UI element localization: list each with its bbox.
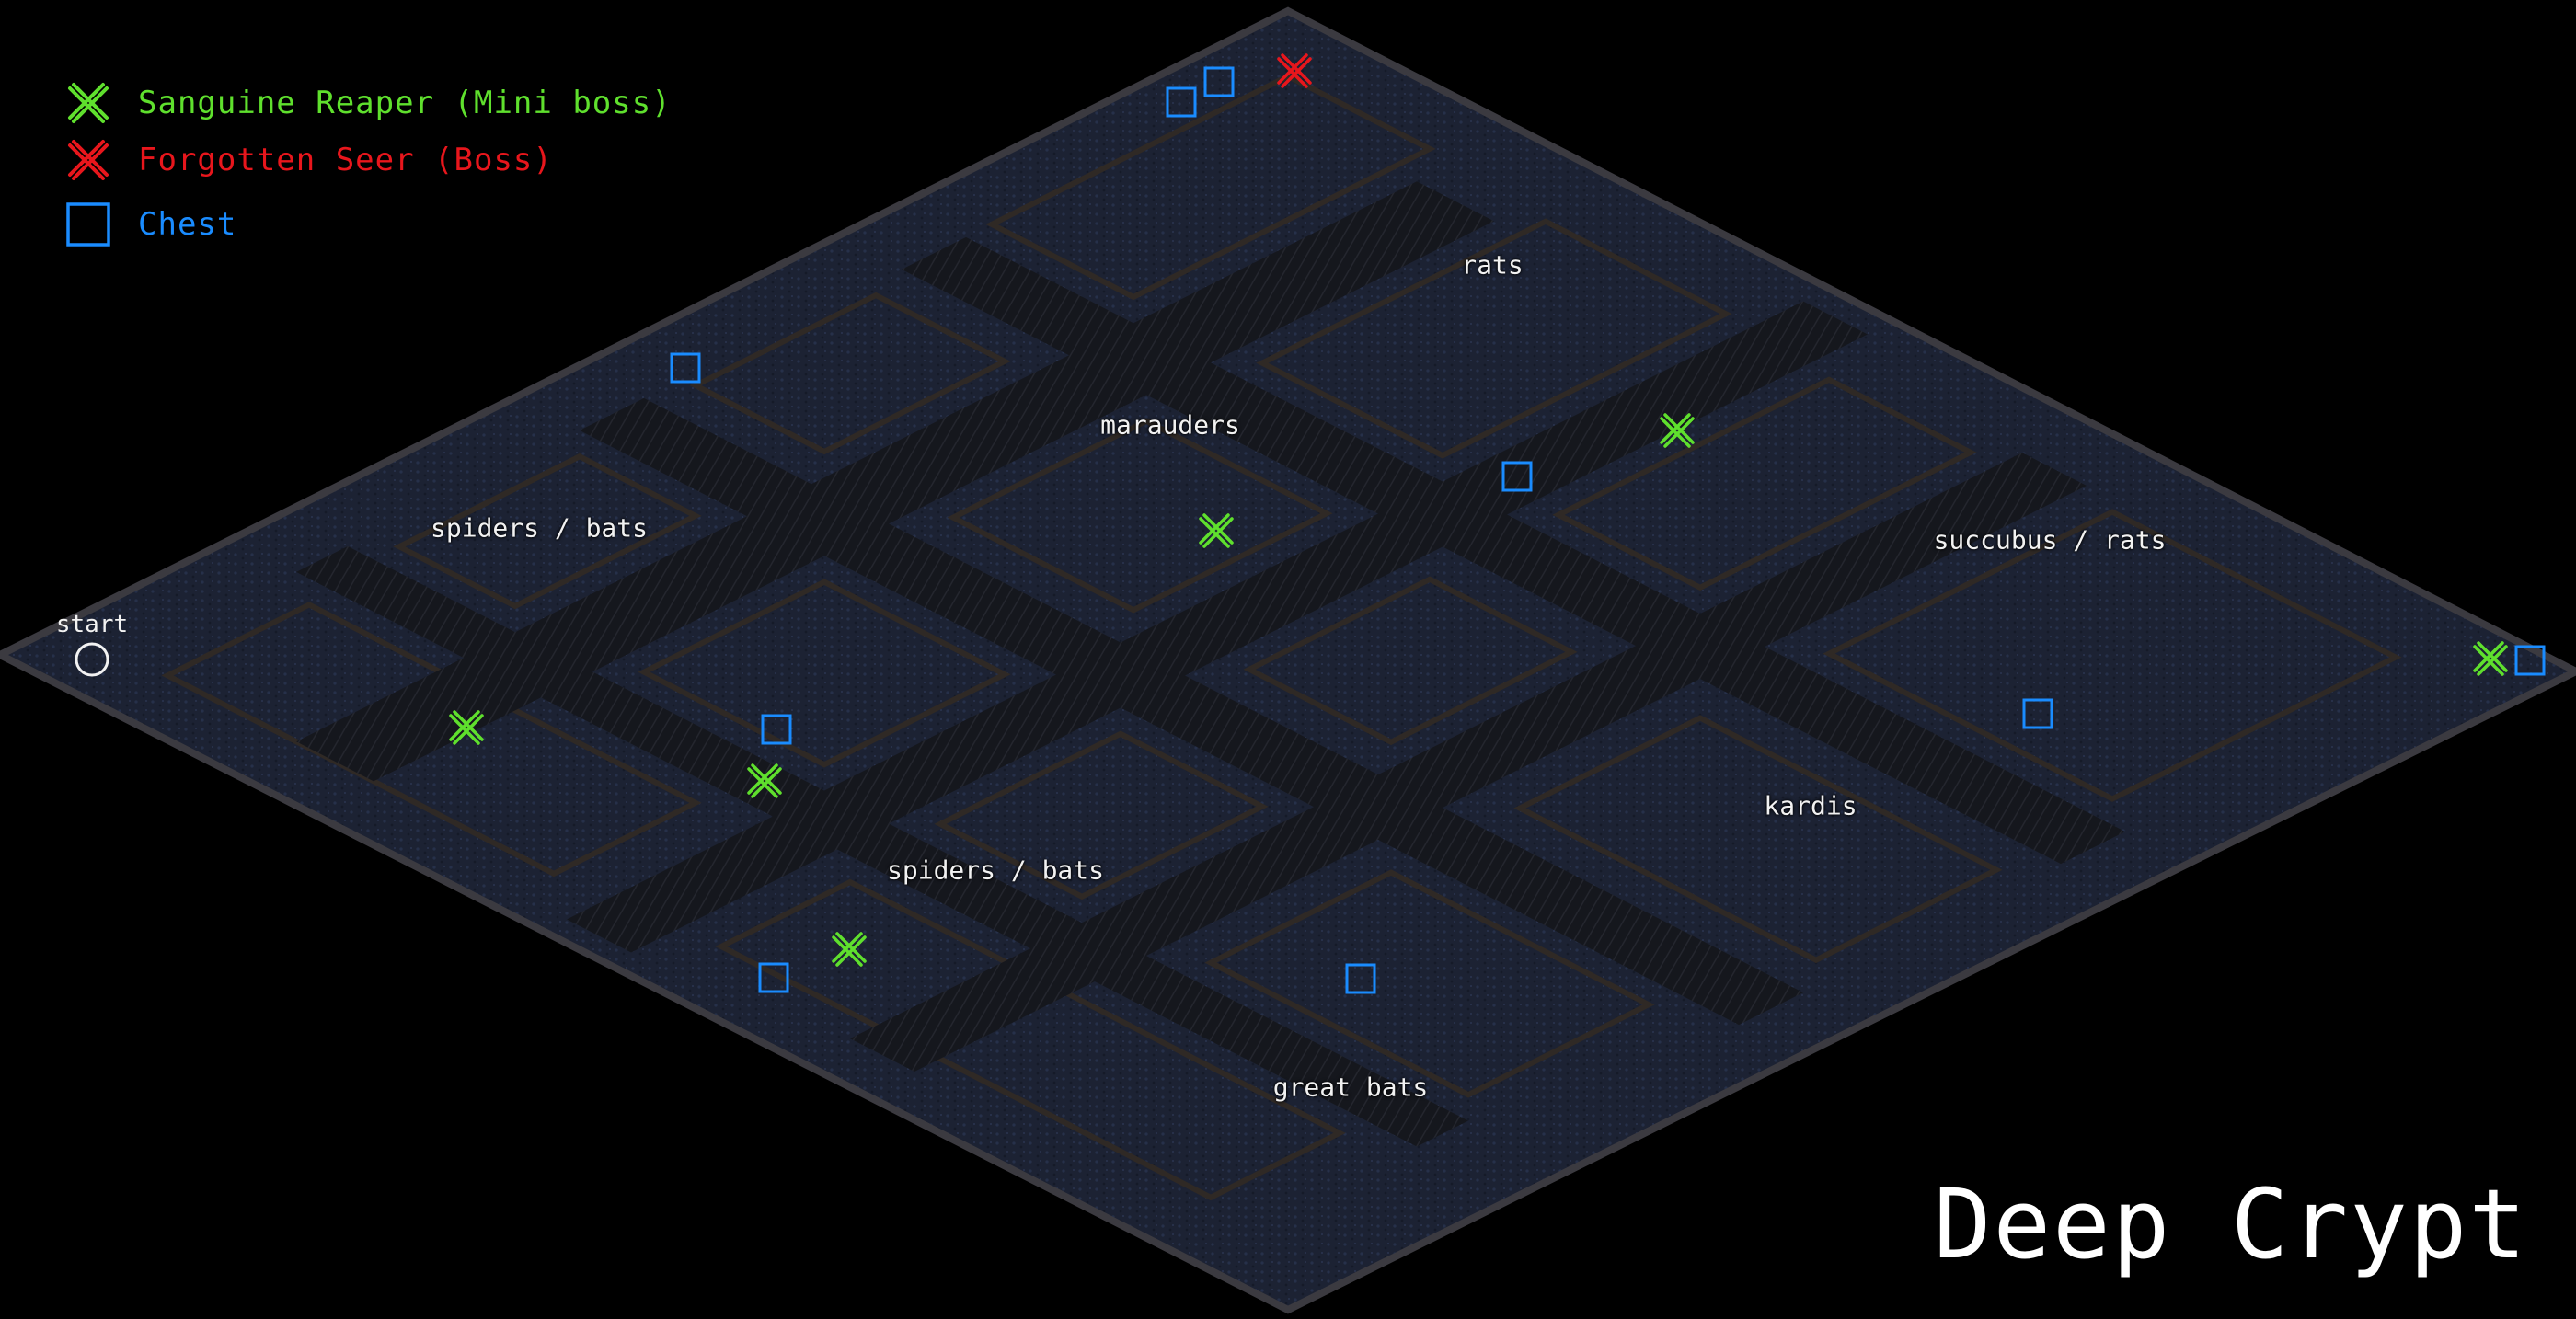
start-label: start bbox=[55, 611, 129, 638]
legend-item-boss: Forgotten Seer (Boss) bbox=[64, 134, 553, 186]
miniboss-marker[interactable] bbox=[1199, 513, 1234, 548]
miniboss-marker[interactable] bbox=[832, 932, 867, 967]
room-wall bbox=[1552, 376, 1977, 591]
area-label-kardis: kardis bbox=[1764, 790, 1857, 821]
area-label-rats: rats bbox=[1461, 249, 1524, 281]
room-wall bbox=[689, 292, 1011, 455]
chest-marker[interactable] bbox=[758, 962, 789, 993]
room-wall bbox=[934, 730, 1269, 900]
map-floor bbox=[0, 6, 2576, 1314]
x-cross-icon bbox=[68, 83, 109, 123]
room-wall bbox=[947, 418, 1333, 614]
room-wall bbox=[638, 579, 1011, 768]
chest-marker[interactable] bbox=[1501, 461, 1533, 492]
chest-marker[interactable] bbox=[1166, 86, 1197, 118]
dungeon-corridors bbox=[296, 181, 2125, 1147]
room-wall bbox=[1243, 576, 1578, 746]
miniboss-marker[interactable] bbox=[1660, 413, 1695, 448]
corridor bbox=[296, 181, 1494, 782]
dungeon-walls bbox=[161, 73, 2402, 1201]
map-markers bbox=[449, 53, 2546, 994]
area-label-marauders: marauders bbox=[1100, 409, 1240, 441]
legend-label-boss: Forgotten Seer (Boss) bbox=[138, 142, 553, 178]
chest-marker[interactable] bbox=[2514, 645, 2546, 676]
corridor bbox=[296, 545, 1468, 1147]
room-wall bbox=[161, 602, 702, 877]
room-wall bbox=[1204, 869, 1655, 1098]
chest-marker[interactable] bbox=[761, 714, 792, 745]
room-wall bbox=[1513, 715, 2003, 964]
legend-label-chest: Chest bbox=[138, 206, 237, 243]
area-label-spiders-bats-west: spiders / bats bbox=[430, 512, 649, 544]
room-wall bbox=[393, 453, 702, 610]
square-outline-icon bbox=[66, 202, 110, 247]
boss-marker[interactable] bbox=[1277, 53, 1312, 88]
legend-item-chest: Chest bbox=[64, 199, 236, 250]
corridor bbox=[580, 397, 1803, 1026]
miniboss-marker[interactable] bbox=[2473, 641, 2508, 676]
corridor bbox=[902, 236, 2125, 865]
corridor bbox=[850, 453, 2087, 1072]
chest-marker[interactable] bbox=[1203, 66, 1235, 97]
x-cross-icon bbox=[68, 140, 109, 180]
corridor bbox=[567, 301, 1868, 953]
miniboss-marker[interactable] bbox=[747, 763, 782, 798]
chest-marker[interactable] bbox=[1345, 963, 1376, 994]
room-wall bbox=[1256, 218, 1732, 459]
chest-marker[interactable] bbox=[2022, 698, 2053, 729]
legend-label-miniboss: Sanguine Reaper (Mini boss) bbox=[138, 85, 672, 121]
room-wall bbox=[1823, 509, 2402, 802]
area-label-great-bats: great bats bbox=[1272, 1072, 1429, 1103]
map-title: Deep Crypt bbox=[1933, 1168, 2528, 1280]
legend-item-miniboss: Sanguine Reaper (Mini boss) bbox=[64, 77, 672, 129]
room-wall bbox=[715, 878, 1346, 1201]
area-label-succubus-rats: succubus / rats bbox=[1933, 524, 2167, 556]
room-wall bbox=[985, 73, 1436, 301]
area-label-spiders-bats-south: spiders / bats bbox=[886, 854, 1105, 886]
chest-marker[interactable] bbox=[670, 352, 701, 384]
miniboss-marker[interactable] bbox=[449, 710, 484, 745]
start-marker[interactable] bbox=[75, 642, 109, 677]
